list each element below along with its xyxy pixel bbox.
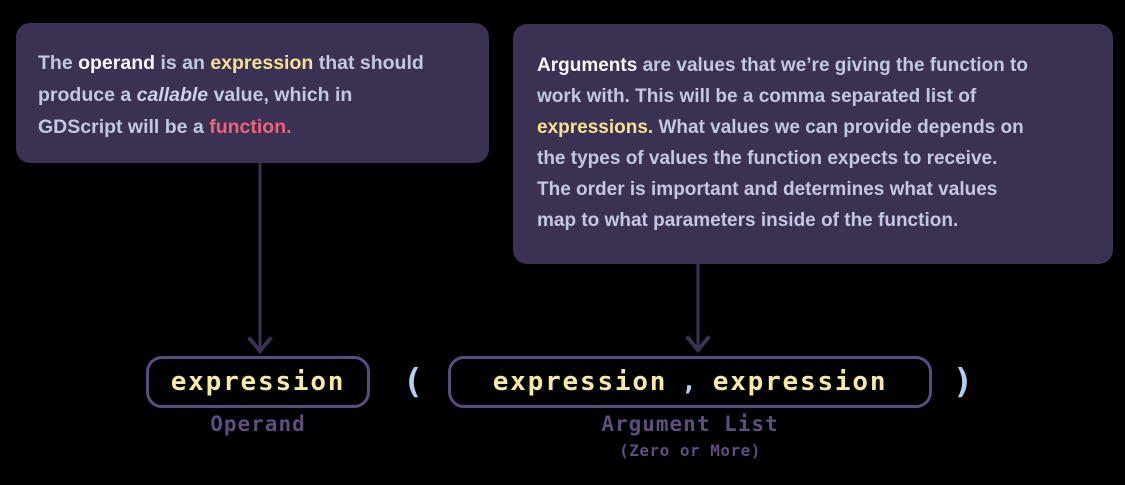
text-segment: GDScript will be a (38, 116, 210, 138)
argument-list-label: Argument List (601, 412, 779, 436)
text-segment: map to what parameters inside of the fun… (537, 210, 959, 231)
text-segment: The (38, 52, 79, 74)
text-segment: produce a (38, 84, 137, 106)
callout-text-line: Arguments are values that we’re giving t… (537, 50, 1113, 81)
text-segment: Arguments (537, 55, 638, 76)
callout-text-line: GDScript will be a function. (38, 111, 489, 143)
argument-list-sublabel: (Zero or More) (619, 441, 761, 460)
text-segment: function. (209, 116, 292, 138)
text-segment: is an (155, 52, 211, 74)
argument-comma: , (681, 367, 699, 397)
close-paren: ) (952, 362, 974, 402)
callout-text-line: map to what parameters inside of the fun… (537, 205, 1113, 236)
argument-list-box: expression, expression (448, 356, 932, 408)
text-segment: the types of values the function expects… (537, 148, 998, 169)
callout-text-line: the types of values the function expects… (537, 143, 1113, 174)
operand-callout: The operand is an expression that should… (16, 23, 489, 163)
text-segment: operand (78, 52, 156, 74)
argument-expression-code-second: expression (712, 367, 888, 397)
text-segment: The order is important and determines wh… (537, 179, 998, 200)
text-segment: What values we can provide depends on (653, 117, 1024, 138)
open-paren: ( (402, 362, 424, 402)
operand-expression-code: expression (170, 367, 346, 397)
callout-text-line: work with. This will be a comma separate… (537, 81, 1113, 112)
text-segment: callable (136, 84, 209, 106)
text-segment: value, which in (208, 84, 353, 106)
operand-label: Operand (210, 412, 306, 436)
operand-arrow (247, 163, 273, 355)
callout-text-line: expressions. What values we can provide … (537, 112, 1113, 143)
text-segment: are values that we’re giving the functio… (637, 55, 1028, 76)
argument-expression-code-first: expression (492, 367, 668, 397)
text-segment: expression (210, 52, 314, 74)
text-segment: that should (313, 52, 424, 74)
callout-text-line: The operand is an expression that should (38, 47, 489, 79)
arguments-arrow (685, 264, 711, 354)
arguments-callout: Arguments are values that we’re giving t… (513, 24, 1113, 264)
callout-text-line: produce a callable value, which in (38, 79, 489, 111)
operand-expression-box: expression (146, 356, 370, 408)
text-segment: work with. This will be a comma separate… (537, 86, 977, 107)
text-segment: expressions. (537, 117, 654, 138)
callout-text-line: The order is important and determines wh… (537, 174, 1113, 205)
